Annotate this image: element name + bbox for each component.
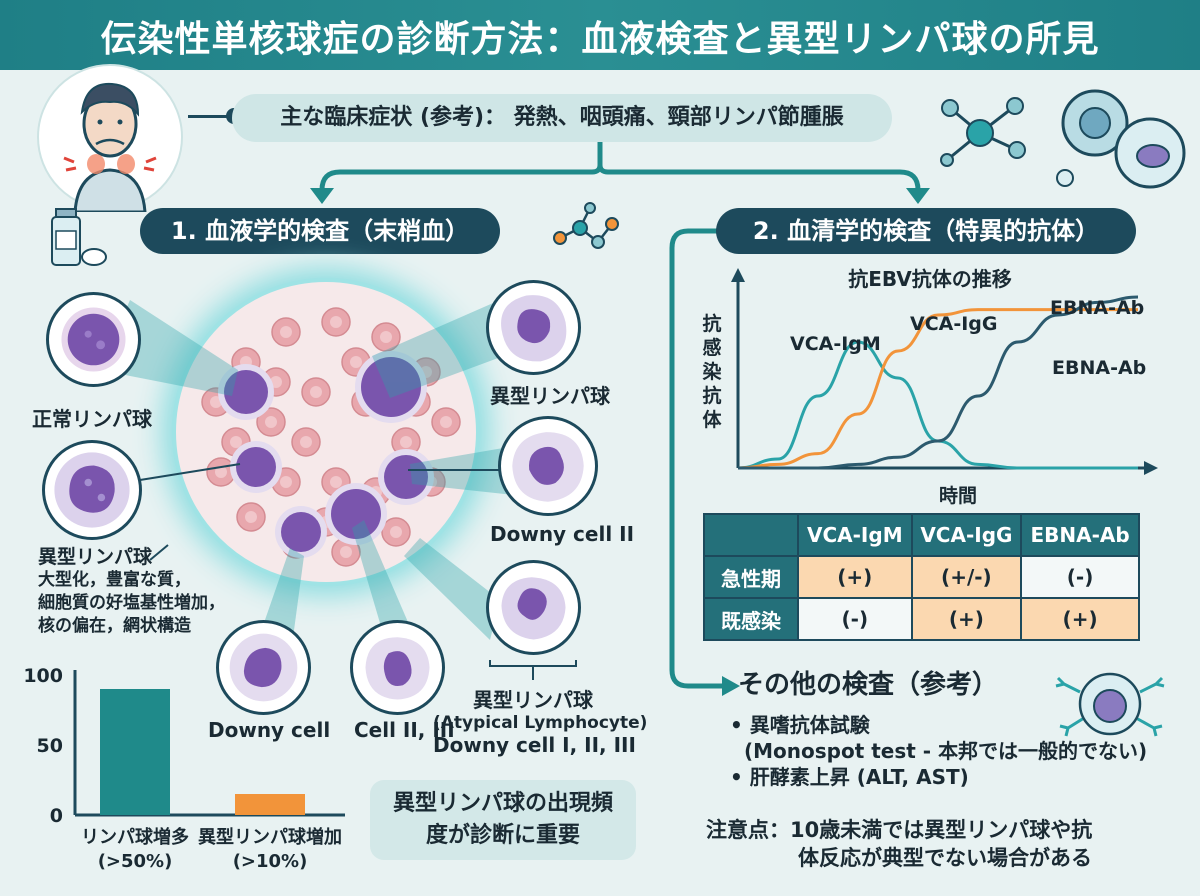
bar-y-tick-label: 50 <box>37 735 63 757</box>
bar-y-tick-label: 0 <box>50 805 63 827</box>
title-bar <box>0 0 1200 70</box>
other-tests-item: • 肝酵素上昇 (ALT, AST) <box>730 765 969 789</box>
caution-line: 体反応が典型でない場合がある <box>798 846 1092 870</box>
table-cell: (+) <box>1020 597 1140 641</box>
line-x-label: 時間 <box>939 485 977 507</box>
line-series <box>737 295 1139 470</box>
line-series-label: EBNA-Ab <box>1052 357 1146 379</box>
cell-ii-iii-cell <box>350 620 445 715</box>
line-chart-title: 抗EBV抗体の推移 <box>848 267 1012 291</box>
bar <box>235 794 305 815</box>
page-title: 伝染性単核球症の診断方法：血液検査と異型リンパ球の所見 <box>100 19 1100 60</box>
other-tests-item: • 異嗜抗体試験 <box>730 713 870 737</box>
atypical-lymphocyte-cell <box>486 280 581 375</box>
downy-cell-ii-cell <box>498 416 598 516</box>
table-cell: (+/-) <box>910 555 1023 599</box>
atypical-lymphocyte-detail-cell <box>42 440 142 540</box>
medicine-bottle-icon <box>48 205 108 270</box>
line-series <box>737 308 1138 470</box>
line-y-label-char: 抗 <box>702 312 721 335</box>
frequency-note-line: 異型リンパ球の出現頻 <box>392 791 613 816</box>
line-y-axis-arrow <box>731 268 745 282</box>
immune-cells-icon <box>1045 78 1195 198</box>
bar <box>100 689 170 815</box>
bar-category-label: リンパ球増多 <box>81 826 189 848</box>
bar-category-label: 異型リンパ球増加 <box>198 826 342 848</box>
lymphocyte-bar-chart: 0 50 100 リンパ球増多 (>50%) 異型リンパ球増加 (>10%) <box>20 660 360 885</box>
table-header-row: VCA-IgM VCA-IgG EBNA-Ab <box>703 513 1140 557</box>
table-header-cell <box>703 513 799 557</box>
label-atypical-group: 異型リンパ球 (Atypical Lymphocyte) Downy cell … <box>433 684 648 757</box>
table-row: 急性期 (+) (+/-) (-) <box>703 555 1140 599</box>
atypical-lymphocyte-small-cell <box>486 560 581 655</box>
table-cell: (-) <box>1020 555 1140 599</box>
table-header-cell: VCA-IgM <box>797 513 913 557</box>
table-cell: (+) <box>797 555 913 599</box>
line-y-label-char: 染 <box>702 360 721 383</box>
caution-note: 注意点：10歳未満では異型リンパ球や抗 体反応が典型でない場合がある <box>706 816 1092 872</box>
table-row-label: 既感染 <box>703 597 799 641</box>
table-cell: (-) <box>797 597 913 641</box>
other-tests-list: • 異嗜抗体試験 (Monospot test - 本邦では一般的でない) • … <box>730 712 1147 790</box>
table-row: 既感染 (-) (+) (+) <box>703 597 1140 641</box>
line-y-label-char: 抗 <box>702 384 721 407</box>
label-atypical-group-line2: (Atypical Lymphocyte) <box>433 713 648 733</box>
label-cell-ii-iii: Cell II, III <box>354 718 455 742</box>
blood-smear <box>172 278 480 586</box>
table-header-cell: EBNA-Ab <box>1020 513 1140 557</box>
line-x-axis-arrow <box>1144 461 1158 475</box>
frequency-note: 異型リンパ球の出現頻 度が診断に重要 <box>370 780 636 860</box>
other-tests-item: (Monospot test - 本邦では一般的でない) <box>744 739 1148 763</box>
line-series-label: VCA-IgM <box>790 333 881 355</box>
line-series-label: EBNA-Ab <box>1050 297 1144 319</box>
atypical-desc-line: 大型化，豊富な質， <box>38 570 191 590</box>
section2-header: 2. 血清学的検査（特異的抗体） <box>716 208 1136 254</box>
section1-header: 1. 血液学的検査（末梢血） <box>140 208 500 254</box>
downy-cell-cell <box>216 620 311 715</box>
label-atypical-group-line1: 異型リンパ球 <box>473 688 593 712</box>
connector-line <box>188 115 228 118</box>
bar-y-tick-label: 100 <box>23 665 63 687</box>
line-series <box>737 340 1138 470</box>
atypical-desc-line: 細胞質の好塩基性増加， <box>38 593 225 613</box>
bar-category-label: (>50%) <box>98 851 173 872</box>
normal-lymphocyte-cell <box>46 292 141 387</box>
atypical-description: 異型リンパ球 大型化，豊富な質， 細胞質の好塩基性増加， 核の偏在，網状構造 <box>38 546 225 638</box>
molecule-icon <box>935 88 1035 173</box>
label-downy-cell-ii: Downy cell II <box>490 522 635 546</box>
line-y-label-char: 感 <box>702 336 721 359</box>
antibody-cell-icon <box>1050 662 1170 742</box>
other-tests-title: その他の検査（参考） <box>738 670 999 700</box>
label-atypical-lymphocyte: 異型リンパ球 <box>490 384 610 408</box>
line-y-label-char: 体 <box>702 408 722 431</box>
caution-line: 注意点：10歳未満では異型リンパ球や抗 <box>706 818 1093 842</box>
antibody-table: VCA-IgM VCA-IgG EBNA-Ab 急性期 (+) (+/-) (-… <box>703 513 1140 641</box>
bar-category-label: (>10%) <box>233 851 308 872</box>
atypical-desc-line: 核の偏在，網状構造 <box>38 616 191 636</box>
table-header-cell: VCA-IgG <box>910 513 1023 557</box>
line-series-label: VCA-IgG <box>910 313 998 335</box>
label-downy-cell: Downy cell <box>208 718 331 742</box>
atypical-desc-line: 異型リンパ球 <box>38 546 153 568</box>
patient-icon <box>30 62 190 214</box>
table-row-label: 急性期 <box>703 555 799 599</box>
table-cell: (+) <box>910 597 1023 641</box>
label-normal-lymphocyte: 正常リンパ球 <box>32 407 152 431</box>
symptoms-banner: 主な臨床症状 (参考)： 発熱、咽頭痛、頸部リンパ節腫脹 <box>232 94 892 142</box>
frequency-note-line: 度が診断に重要 <box>425 823 580 848</box>
label-atypical-group-line3: Downy cell I, II, III <box>433 733 636 757</box>
molecule-small-icon <box>550 200 625 260</box>
